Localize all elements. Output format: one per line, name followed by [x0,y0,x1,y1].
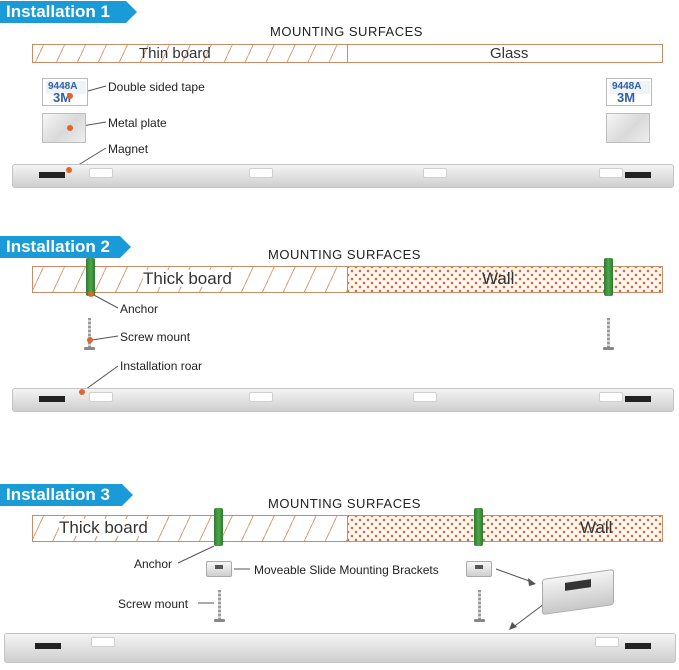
thick-board-surface: Thick board [32,515,348,542]
anchor-icon [604,258,613,296]
screw-icon [214,590,225,622]
magnet-icon [39,172,65,178]
tape-brand-mark: 3M [617,90,636,105]
installation-3-badge: Installation 3 [0,484,133,506]
light-rail-icon [12,388,674,412]
double-sided-tape-icon: 9448A 3M [42,78,88,106]
slide-bracket-icon [466,561,492,577]
wall-label: Wall [580,518,613,537]
callout-dot [88,291,94,297]
callout-dot [66,167,72,173]
glass-surface: Glass [347,44,663,63]
section-2-header: MOUNTING SURFACES [268,247,421,262]
thin-board-label: Thin board [139,45,211,62]
section-3-header: MOUNTING SURFACES [268,496,421,511]
thick-board-label: Thick board [59,518,148,537]
thin-board-surface: Thin board [32,44,348,63]
installation-roar-label: Installation roar [120,359,203,373]
screw-mount-label: Screw mount [118,597,189,611]
installation-1-badge: Installation 1 [0,1,137,23]
tape-brand-mark: 3M [53,90,72,105]
slide-brackets-label: Moveable Slide Mounting Brackets [254,563,439,577]
anchor-icon [214,508,223,546]
section-1-header: MOUNTING SURFACES [270,24,423,39]
installation-2-badge: Installation 2 [0,236,131,258]
wall-surface: Wall [347,266,663,293]
light-rail-icon [12,164,674,188]
screw-icon [603,318,614,350]
wall-surface: Wall [347,515,663,542]
thick-board-label: Thick board [143,269,232,288]
wall-label: Wall [482,269,515,288]
tape-code: 9448A [612,81,642,92]
metal-plate-icon [42,113,86,143]
light-rail-icon [4,633,676,663]
anchor-label: Anchor [120,302,159,316]
anchor-icon [86,258,95,296]
callout-dot [87,337,93,343]
tape-code: 9448A [48,81,78,92]
metal-plate-label: Metal plate [108,116,167,130]
anchor-label: Anchor [134,557,173,571]
screw-icon [84,318,95,350]
callout-dot [67,93,73,99]
double-sided-tape-label: Double sided tape [108,80,205,94]
glass-label: Glass [490,45,529,62]
anchor-icon [474,508,483,546]
double-sided-tape-icon: 9448A 3M [606,78,652,106]
callout-dot [79,389,85,395]
screw-mount-label: Screw mount [120,330,191,344]
magnet-label: Magnet [108,142,149,156]
metal-plate-icon [606,113,650,143]
callout-dot [67,125,73,131]
screw-icon [474,590,485,622]
thick-board-surface: Thick board [32,266,348,293]
slide-bracket-icon [206,561,232,577]
